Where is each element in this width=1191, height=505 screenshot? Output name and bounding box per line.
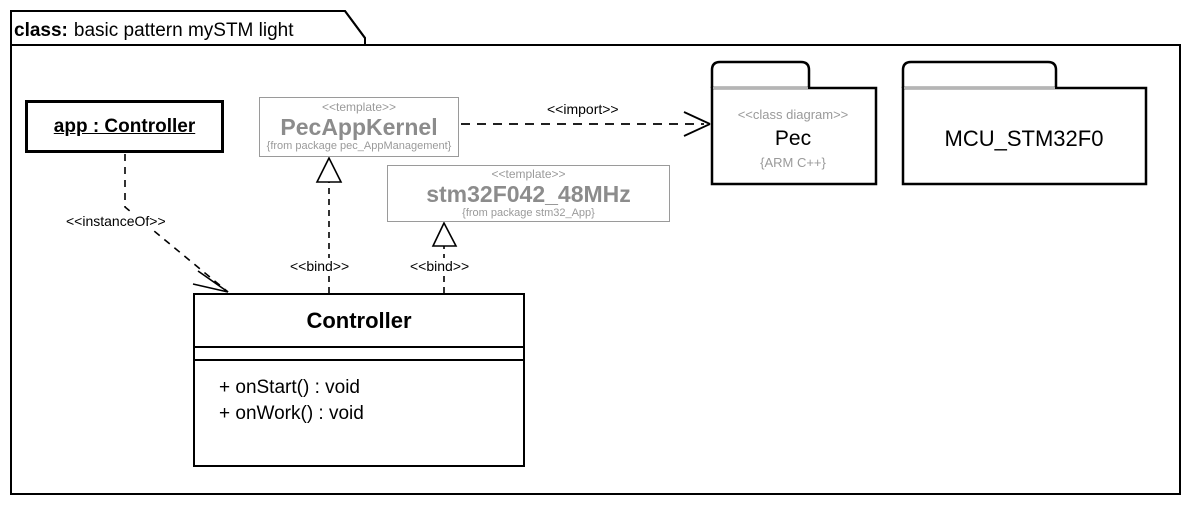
frame-title-label: basic pattern mySTM light xyxy=(73,20,294,41)
edge-instanceof-line xyxy=(124,154,229,293)
object-app-controller[interactable]: app : Controller xyxy=(25,100,224,153)
object-app-controller-label: app : Controller xyxy=(53,115,196,137)
frame-title-keyword: class: xyxy=(14,20,68,41)
class-controller-name-compartment: Controller xyxy=(195,295,523,348)
template-pec-app-kernel-stereotype: <<template>> xyxy=(321,100,397,114)
class-controller-operation: + onStart() : void xyxy=(219,377,360,398)
package-pec-note: {ARM C++} xyxy=(760,155,826,170)
template-stm32f042-48mhz-stereotype: <<template>> xyxy=(491,166,566,181)
edge-label-bind-kernel: <<bind>> xyxy=(288,258,352,274)
class-controller-name: Controller xyxy=(306,307,412,333)
edge-import-arrowhead xyxy=(683,111,711,137)
package-pec-stereotype: <<class diagram>> xyxy=(737,107,849,122)
edge-label-import: <<import>> xyxy=(545,101,621,117)
template-stm32f042-48mhz-from: {from package stm32_App} xyxy=(462,206,595,219)
template-pec-app-kernel-from: {from package pec_AppManagement} xyxy=(266,140,452,152)
diagram-frame-title: class: basic pattern mySTM light xyxy=(14,17,344,45)
edge-label-instanceof: <<instanceOf>> xyxy=(64,213,168,229)
diagram-frame-title-tab xyxy=(10,10,366,46)
edge-label-bind-stm32: <<bind>> xyxy=(408,258,472,274)
template-stm32f042-48mhz[interactable]: <<template>> stm32F042_48MHz {from packa… xyxy=(387,165,670,222)
package-mcu-stm32f0[interactable]: MCU_STM32F0 xyxy=(900,96,1148,182)
package-pec-tab xyxy=(710,60,811,88)
template-pec-app-kernel[interactable]: <<template>> PecAppKernel {from package … xyxy=(259,97,459,157)
class-controller-operation: + onWork() : void xyxy=(219,403,364,424)
edge-bind-kernel-arrowhead xyxy=(315,156,343,183)
package-mcu-stm32f0-name: MCU_STM32F0 xyxy=(944,126,1104,151)
edge-instanceof-arrowhead xyxy=(192,270,229,293)
class-controller-operations-compartment: + onStart() : void + onWork() : void xyxy=(195,361,523,427)
package-pec[interactable]: <<class diagram>> Pec {ARM C++} xyxy=(709,96,877,182)
package-pec-body xyxy=(710,86,878,186)
package-mcu-body xyxy=(901,86,1148,186)
template-pec-app-kernel-name: PecAppKernel xyxy=(280,114,438,140)
package-mcu-tab xyxy=(901,60,1058,88)
class-controller[interactable]: Controller + onStart() : void + onWork()… xyxy=(193,293,525,467)
package-pec-name: Pec xyxy=(774,127,812,150)
class-controller-attributes-compartment xyxy=(195,348,523,361)
template-stm32f042-48mhz-name: stm32F042_48MHz xyxy=(426,180,631,207)
edge-bind-stm32-arrowhead xyxy=(431,221,458,247)
